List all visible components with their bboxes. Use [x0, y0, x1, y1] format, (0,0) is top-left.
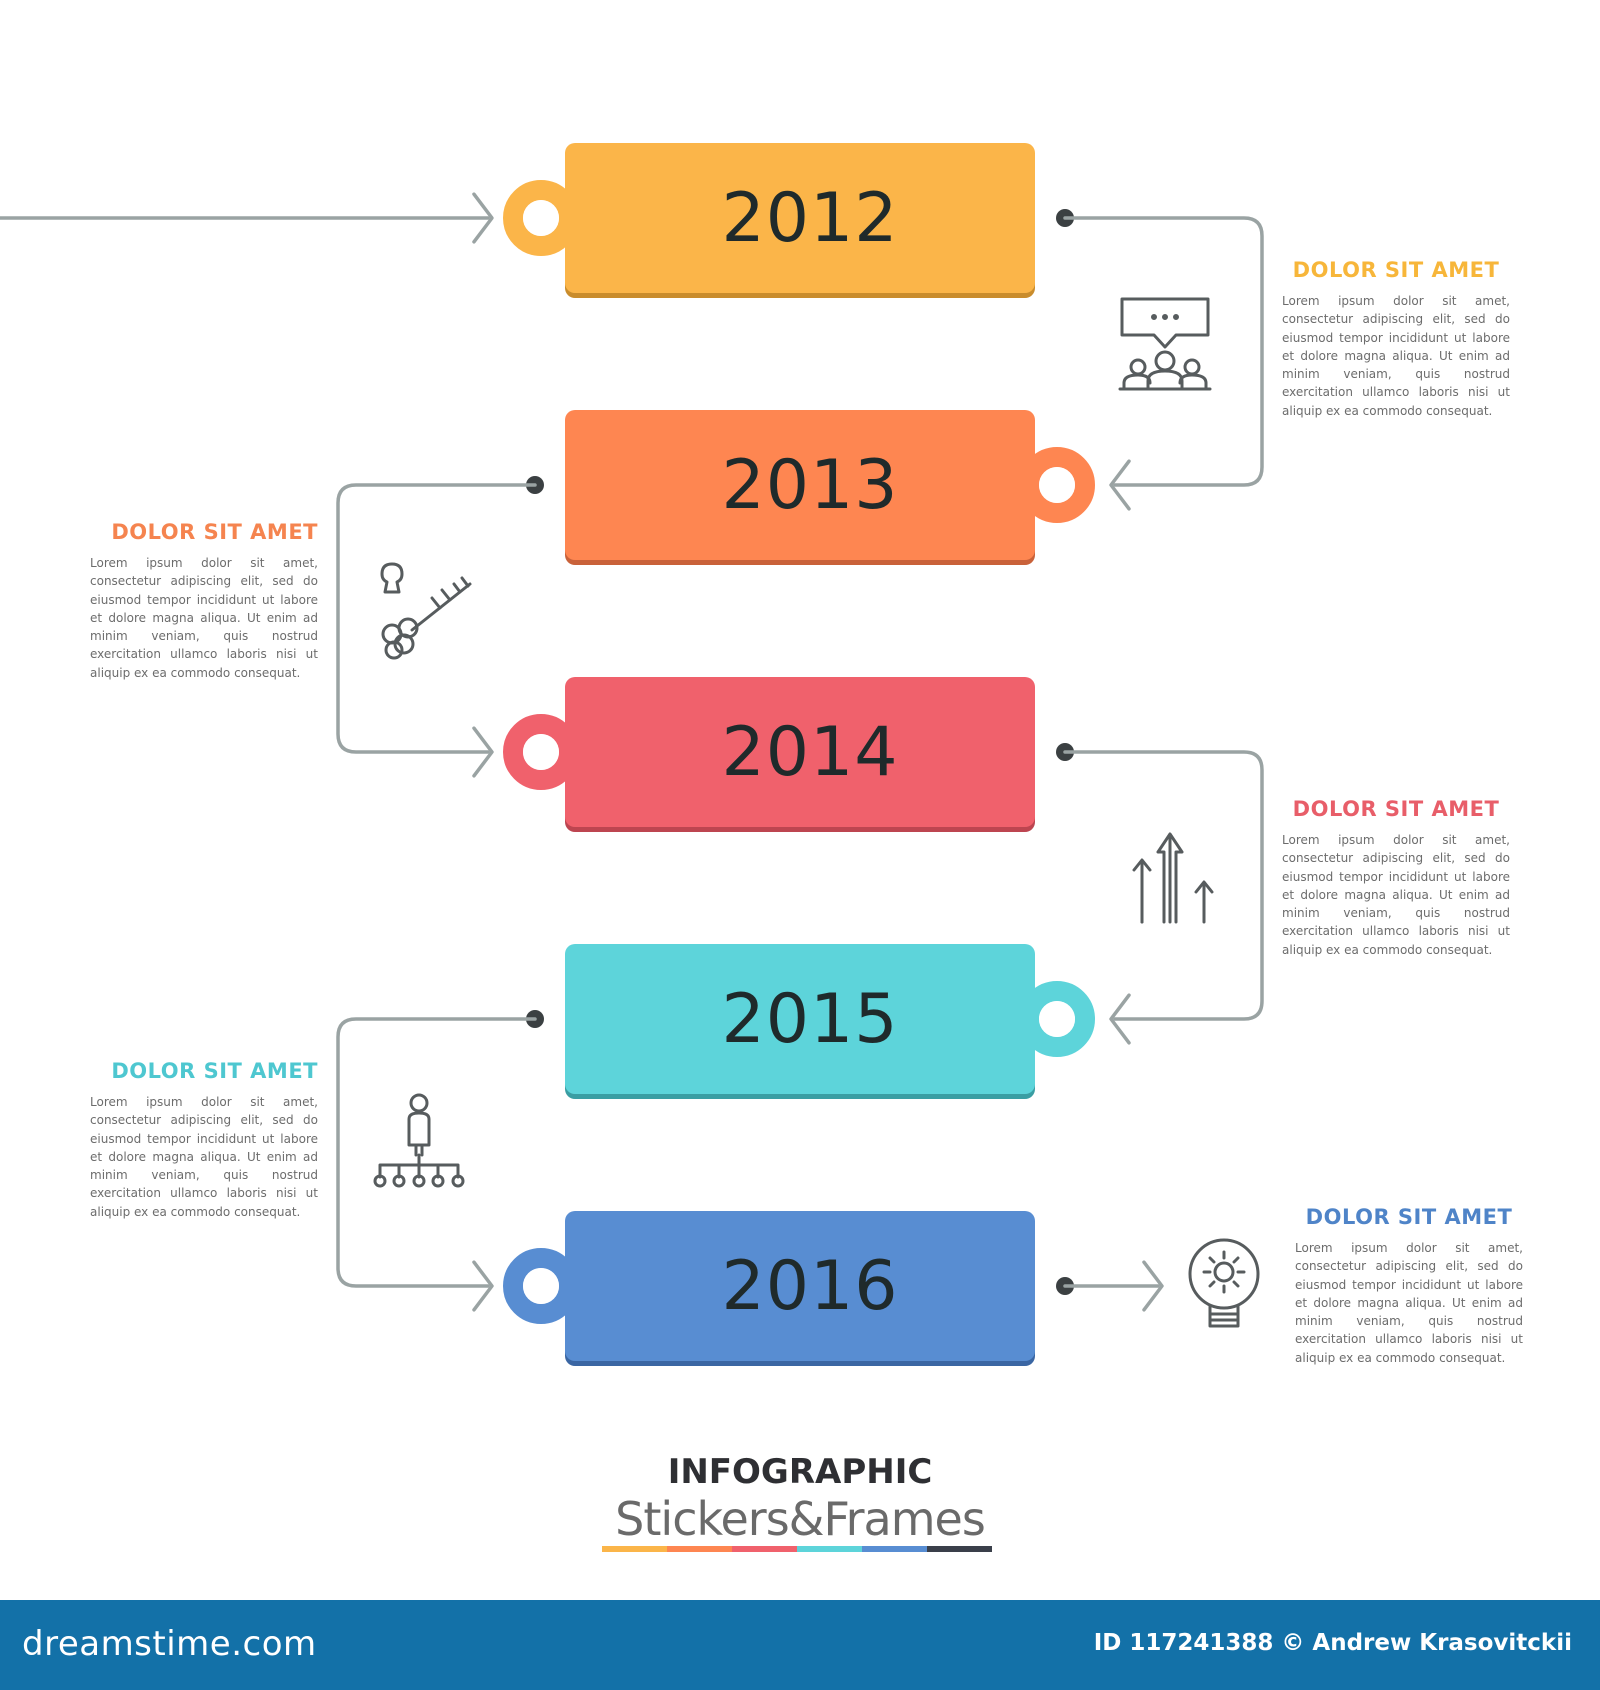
meeting-chat-icon [1118, 297, 1212, 391]
info-body: Lorem ipsum dolor sit amet, consectetur … [1282, 294, 1510, 418]
year-card-2014: 2014 [565, 677, 1035, 827]
person-network-icon [373, 1093, 465, 1188]
connector-lines [0, 180, 1264, 1328]
info-block-2014: DOLOR SIT AMET Lorem ipsum dolor sit amet… [1282, 797, 1510, 959]
connector-right [1063, 216, 1264, 487]
info-block-2015: DOLOR SIT AMET Lorem ipsum dolor sit amet… [90, 1059, 318, 1221]
arrow-head [472, 192, 494, 244]
ring-hole [523, 200, 559, 236]
arrow-head [1109, 459, 1131, 511]
ring-hole [1039, 1001, 1075, 1037]
info-block-2013: DOLOR SIT AMET Lorem ipsum dolor sit amet… [90, 520, 318, 682]
info-body: Lorem ipsum dolor sit amet, consectetur … [90, 556, 318, 680]
banner-brand: dreamstime.com [22, 1624, 317, 1664]
ring-hole [523, 734, 559, 770]
lightbulb-gear-icon [1188, 1238, 1260, 1328]
year-label: 2015 [721, 979, 899, 1059]
footer-bar-segment [862, 1546, 927, 1552]
footer-color-bar [602, 1546, 992, 1552]
year-card-2013: 2013 [565, 410, 1035, 560]
info-heading: DOLOR SIT AMET [111, 1059, 318, 1083]
year-card-2016: 2016 [565, 1211, 1035, 1361]
connector-left [336, 1017, 537, 1288]
footer-title: INFOGRAPHIC [667, 1452, 933, 1492]
banner-credit: ID 117241388 © Andrew Krasovitckii [1093, 1630, 1572, 1656]
info-heading: DOLOR SIT AMET [1305, 1205, 1513, 1229]
footer-bar-segment [667, 1546, 732, 1552]
info-heading: DOLOR SIT AMET [1292, 797, 1500, 821]
year-label: 2016 [721, 1246, 899, 1326]
footer-subtitle: Stickers&Frames [615, 1492, 986, 1546]
arrow-head [1109, 993, 1131, 1045]
watermark-banner: dreamstime.com ID 117241388 © Andrew Kra… [0, 1600, 1600, 1690]
info-body: Lorem ipsum dolor sit amet, consectetur … [1282, 833, 1510, 957]
connector-right [1063, 750, 1264, 1021]
info-body: Lorem ipsum dolor sit amet, consectetur … [1295, 1241, 1523, 1365]
ring-hole [1039, 467, 1075, 503]
connector-left [336, 483, 537, 754]
info-body: Lorem ipsum dolor sit amet, consectetur … [90, 1095, 318, 1219]
footer-bar-segment [797, 1546, 862, 1552]
year-card-2012: 2012 [565, 143, 1035, 293]
growth-arrows-icon [1132, 832, 1214, 924]
key-icon [380, 562, 472, 660]
arrow-head [472, 726, 494, 778]
year-label: 2014 [721, 712, 899, 792]
footer-bar-segment [732, 1546, 797, 1552]
footer-bar-segment [927, 1546, 992, 1552]
footer-bar-segment [602, 1546, 667, 1552]
arrow-head [472, 1260, 494, 1312]
year-card-2015: 2015 [565, 944, 1035, 1094]
year-label: 2012 [721, 178, 899, 258]
arrow-head [1142, 1260, 1164, 1312]
year-label: 2013 [721, 445, 899, 525]
info-block-2012: DOLOR SIT AMET Lorem ipsum dolor sit amet… [1282, 258, 1510, 420]
info-heading: DOLOR SIT AMET [1292, 258, 1500, 282]
info-block-2016: DOLOR SIT AMET Lorem ipsum dolor sit amet… [1295, 1205, 1523, 1367]
info-heading: DOLOR SIT AMET [111, 520, 318, 544]
ring-hole [523, 1268, 559, 1304]
